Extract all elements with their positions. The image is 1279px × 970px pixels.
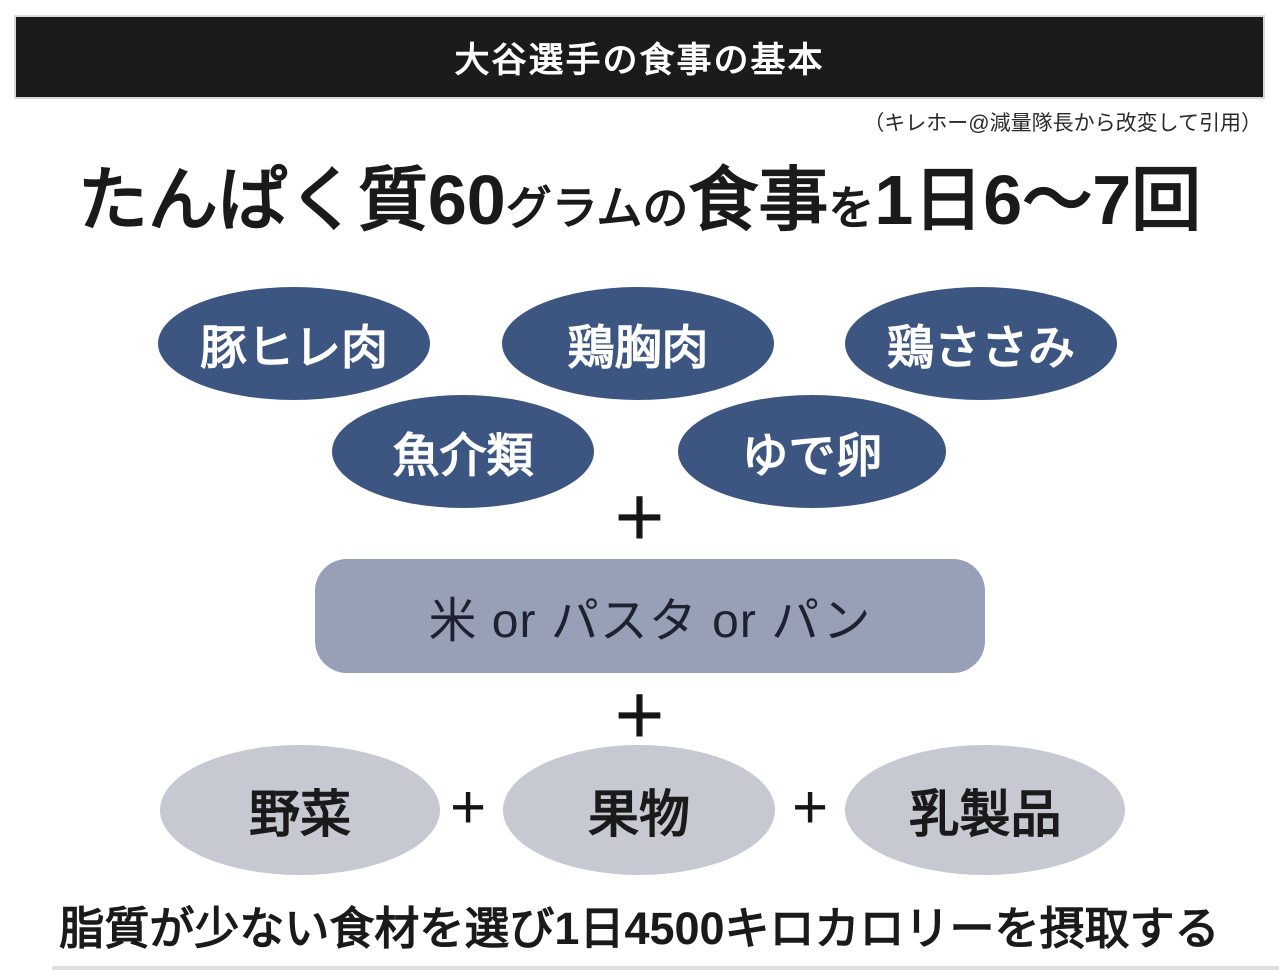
protein-ellipse-pork-fillet: 豚ヒレ肉 [158,287,430,400]
ellipse-label: ゆで卵 [741,429,883,482]
ellipse-label: 果物 [587,786,690,843]
protein-ellipse-chicken-breast: 鶏胸肉 [502,287,774,400]
headline-segment: たんぱく質60 [77,161,506,239]
ellipse-label: 魚介類 [392,429,534,482]
protein-ellipse-seafood: 魚介類 [332,395,594,508]
side-ellipse-vegetables: 野菜 [160,745,440,875]
ellipse-label: 鶏ささみ [887,321,1075,374]
plus-connector: + [614,469,665,565]
carb-box-label: 米 or パスタ or パン [428,595,872,648]
plus-connector: + [614,667,665,763]
headline-segment: の [642,182,689,234]
ellipse-label: 豚ヒレ肉 [200,321,388,374]
headline: たんぱく質60グラムの食事を1日6〜7回 [0,150,1279,270]
headline-segment: 食事 [688,161,829,239]
headline-segment: 1日6〜7回 [874,161,1202,239]
credit-line: （キレホー@減量隊長から改変して引用） [863,112,1262,135]
side-ellipse-dairy: 乳製品 [845,745,1125,875]
plus-connector: + [792,773,829,842]
ellipse-label: 乳製品 [908,786,1062,843]
carb-box: 米 or パスタ or パン [315,559,985,673]
bottom-crop-edge [52,966,1279,970]
page-title: 大谷選手の食事の基本 [454,40,825,80]
plus-connector: + [450,773,487,842]
ellipse-label: 野菜 [248,786,351,843]
headline-segment: を [828,182,875,234]
footer-note: 脂質が少ない食材を選び1日4500キロカロリーを摂取する [59,903,1220,954]
side-ellipse-fruit: 果物 [503,745,775,875]
ellipse-label: 鶏胸肉 [567,321,709,374]
protein-ellipse-chicken-tender: 鶏ささみ [845,287,1117,400]
header-bar: 大谷選手の食事の基本 [14,15,1265,99]
protein-ellipse-boiled-egg: ゆで卵 [678,395,946,508]
headline-segment: グラム [505,182,643,234]
